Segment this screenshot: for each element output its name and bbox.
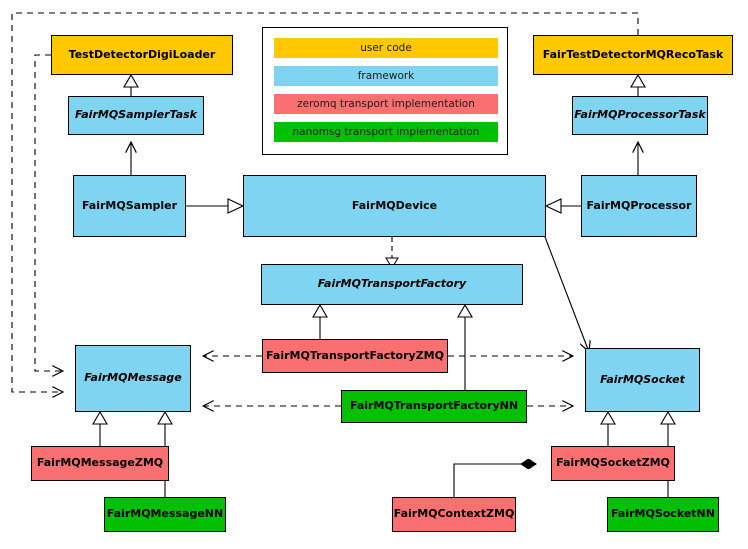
node-fairmqprocessor[interactable]: FairMQProcessor [581,175,697,237]
legend: user code framework zeromq transport imp… [262,27,508,155]
gen-head-socketzmq [600,410,616,425]
node-fairmqdevice[interactable]: FairMQDevice [243,175,546,237]
gen-head-processortask [630,73,646,88]
node-fairmqsocket[interactable]: FairMQSocket [585,348,700,412]
gen-head-socketnn [660,410,676,425]
node-fairmqmessage[interactable]: FairMQMessage [75,345,191,412]
gen-head-messagenn [157,410,173,425]
node-fairmqsocketnn[interactable]: FairMQSocketNN [607,497,719,532]
node-testdetectordigiloader[interactable]: TestDetectorDigiLoader [51,35,233,75]
legend-item-user-code: user code [274,38,498,58]
node-fairmqsocketzmq[interactable]: FairMQSocketZMQ [551,446,675,481]
node-fairmqcontextzmq[interactable]: FairMQContextZMQ [392,497,516,532]
legend-item-framework: framework [274,66,498,86]
gen-head-tfnn [457,303,473,318]
node-fairmqsampler[interactable]: FairMQSampler [73,175,186,237]
node-fairmqprocessortask[interactable]: FairMQProcessorTask [572,96,708,135]
node-fairmqtransportfactoryzmq[interactable]: FairMQTransportFactoryZMQ [262,339,448,373]
node-fairmqtransportfactorynn[interactable]: FairMQTransportFactoryNN [341,390,527,423]
assoc-line-device-socket [544,236,589,352]
gen-head-tfzmq [312,303,328,318]
legend-item-nanomsg: nanomsg transport implementation [274,122,498,142]
gen-head-sampler-device [227,198,245,214]
legend-item-zeromq: zeromq transport implementation [274,94,498,114]
gen-head-processor-device [544,198,562,214]
gen-head-messagezmq [92,410,108,425]
comp-path-contextzmq-socketzmq [453,464,536,497]
dep-head-device-transportfactory [385,257,399,269]
node-fairmqtransportfactory[interactable]: FairMQTransportFactory [261,264,523,305]
dep-path-digiloader-message [34,54,63,371]
node-fairmqmessagenn[interactable]: FairMQMessageNN [104,497,226,532]
node-fairmqmessagezmq[interactable]: FairMQMessageZMQ [31,446,169,481]
gen-head-samplertask [123,73,139,88]
node-fairtestdetectormqrecotask[interactable]: FairTestDetectorMQRecoTask [533,35,733,75]
node-fairmqsamplertask[interactable]: FairMQSamplerTask [68,96,204,135]
dep-path-recotask-message [11,12,639,392]
